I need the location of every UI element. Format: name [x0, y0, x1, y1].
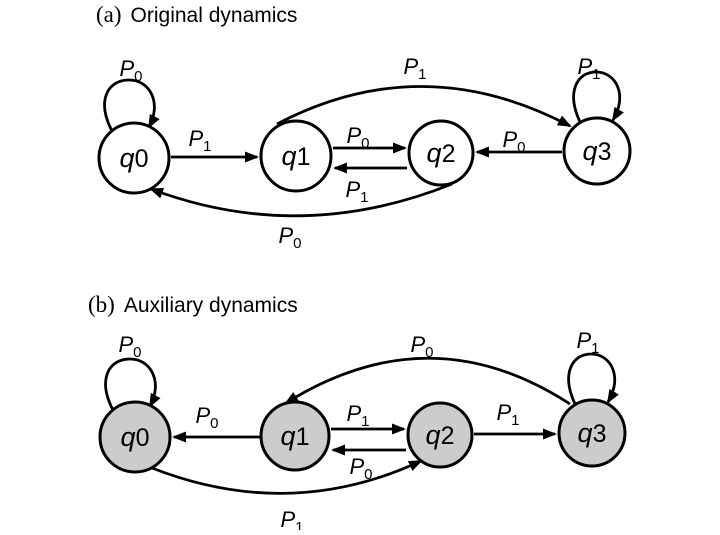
node-label-b-q1: q1 [281, 421, 310, 451]
edge-b-q0-to-q2-arc [151, 459, 423, 495]
edge-label-b-q2-q1: P0 [349, 454, 372, 483]
edge-label-a-q1-q2: P0 [346, 123, 369, 152]
node-label-b-q0: q0 [121, 422, 150, 452]
node-a-q0 [97, 121, 171, 195]
node-label-b-q2: q2 [426, 420, 455, 450]
panel-a-heading: (a) Original dynamics [96, 2, 297, 27]
panel-a: (a) Original dynamics q0 q1 q2 q3 P0 P1 P… [96, 2, 632, 252]
edge-label-a-q3-q2: P0 [502, 127, 525, 156]
panel-a-title: Original dynamics [131, 4, 298, 27]
edge-label-b-q1-q2: P1 [346, 401, 369, 430]
edge-label-a-q2-q0: P0 [278, 223, 301, 252]
edge-a-q3-self-loop [572, 70, 624, 123]
panel-b: (b)Auxiliary dynamics q0 q1 q2 q3 P0 P0 … [88, 292, 627, 535]
edge-label-b-q2-q3: P1 [496, 400, 519, 429]
edge-b-q0-self-loop [104, 357, 161, 411]
node-b-q2 [406, 401, 474, 469]
edge-label-a-q1-q3: P1 [403, 54, 426, 83]
node-a-q1 [259, 119, 333, 193]
edge-label-b-q1-q0: P0 [195, 403, 218, 432]
node-b-q1 [259, 400, 331, 472]
edge-b-q3-to-q1-arc [284, 356, 571, 406]
panel-b-title: Auxiliary dynamics [124, 294, 298, 317]
edge-label-a-q0-self: P0 [119, 56, 142, 85]
edge-label-b-q0-self: P0 [118, 332, 141, 361]
edge-label-a-q2-q1: P1 [345, 177, 368, 206]
node-b-q0 [98, 400, 172, 474]
node-label-a-q2: q2 [427, 138, 456, 168]
panel-b-index: (b) [88, 292, 115, 317]
node-a-q3 [562, 116, 632, 186]
edge-label-a-q0-q1: P1 [188, 126, 211, 155]
edge-a-q2-to-q0-arc [149, 182, 453, 218]
node-label-a-q3: q3 [583, 136, 612, 166]
panel-a-index: (a) [96, 2, 122, 27]
node-label-a-q1: q1 [282, 141, 311, 171]
edge-a-q0-self-loop [103, 78, 160, 132]
node-label-a-q0: q0 [120, 143, 149, 173]
edge-label-a-q3-self: P1 [577, 54, 600, 83]
node-label-b-q3: q3 [578, 418, 607, 448]
edge-a-q1-to-q3-arc [276, 85, 572, 128]
node-b-q3 [557, 398, 627, 468]
panel-b-heading: (b) Auxiliary dynamics [88, 292, 298, 317]
node-a-q2 [407, 119, 475, 187]
edge-label-b-q3-self: P1 [576, 328, 599, 357]
edge-b-q3-self-loop [567, 352, 619, 405]
edge-label-b-q0-q2: P1 [280, 507, 303, 530]
edge-label-b-q3-q1: P0 [410, 332, 433, 361]
